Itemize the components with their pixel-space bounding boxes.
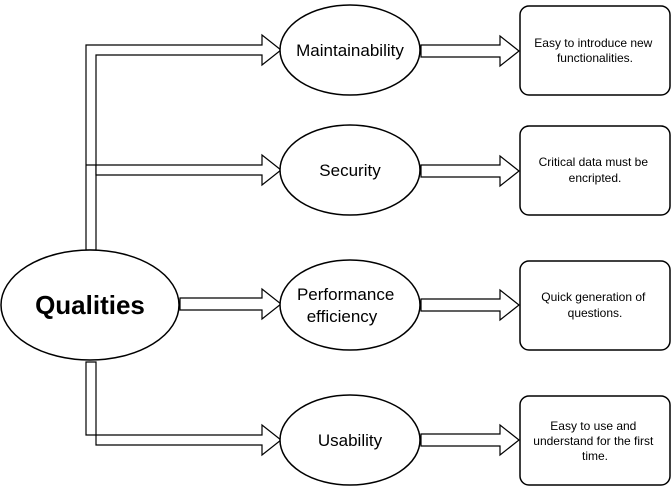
arrow-center-to-performance (179, 287, 282, 321)
description-line: understand for the first (533, 434, 654, 448)
description-connectors (420, 34, 520, 457)
description-line: Quick generation of (541, 290, 646, 304)
quality-label: Security (319, 161, 381, 180)
center-ellipse (0, 249, 180, 361)
quality-label: Usability (318, 431, 383, 450)
quality-label-line: Usability (318, 431, 383, 450)
quality-node-maintainability: Maintainability (279, 4, 421, 96)
quality-label: Performance efficiency (297, 285, 399, 326)
quality-label-line: efficiency (307, 307, 378, 326)
description-line: time. (582, 449, 608, 463)
quality-ellipse (279, 259, 421, 351)
description-rect (519, 395, 671, 486)
center-label: Qualities (35, 290, 145, 320)
arrow-center-to-maintainability (85, 33, 282, 251)
quality-ellipse (279, 124, 421, 216)
quality-label: Maintainability (296, 41, 404, 60)
description-text: Easy to use and understand for the first… (533, 419, 656, 463)
center-node: Qualities (0, 249, 180, 361)
arrow-center-to-security (86, 153, 282, 187)
quality-label-line: Performance (297, 285, 394, 304)
quality-node-performance-efficiency: Performance efficiency (279, 259, 421, 351)
center-connectors (85, 33, 282, 457)
quality-node-usability: Usability (279, 394, 421, 486)
arrow-performance-to-desc (420, 288, 520, 322)
description-box-usability: Easy to use and understand for the first… (519, 395, 671, 486)
description-rect (519, 260, 671, 351)
description-rect (519, 125, 671, 216)
quality-ellipse (279, 4, 421, 96)
arrow-usability-to-desc (420, 423, 520, 457)
quality-label-line: Security (319, 161, 381, 180)
description-line: Easy to introduce new (534, 36, 652, 50)
arrow-security-to-desc (420, 154, 520, 188)
description-text: Quick generation of questions. (541, 290, 648, 320)
description-rect (519, 5, 671, 96)
quality-ellipse (279, 394, 421, 486)
description-line: encripted. (569, 171, 622, 185)
description-line: Easy to use and (550, 419, 636, 433)
description-text: Easy to introduce new functionalities. (534, 36, 655, 65)
description-line: questions. (568, 306, 623, 320)
description-text: Critical data must be encripted. (539, 155, 652, 185)
arrow-maintainability-to-desc (420, 34, 520, 68)
arrow-center-to-usability (85, 361, 282, 457)
quality-label-line: Maintainability (296, 41, 404, 60)
description-box-security: Critical data must be encripted. (519, 125, 671, 216)
description-box-performance: Quick generation of questions. (519, 260, 671, 351)
quality-node-security: Security (279, 124, 421, 216)
description-line: functionalities. (557, 51, 633, 65)
description-box-maintainability: Easy to introduce new functionalities. (519, 5, 671, 96)
description-line: Critical data must be (539, 155, 649, 169)
